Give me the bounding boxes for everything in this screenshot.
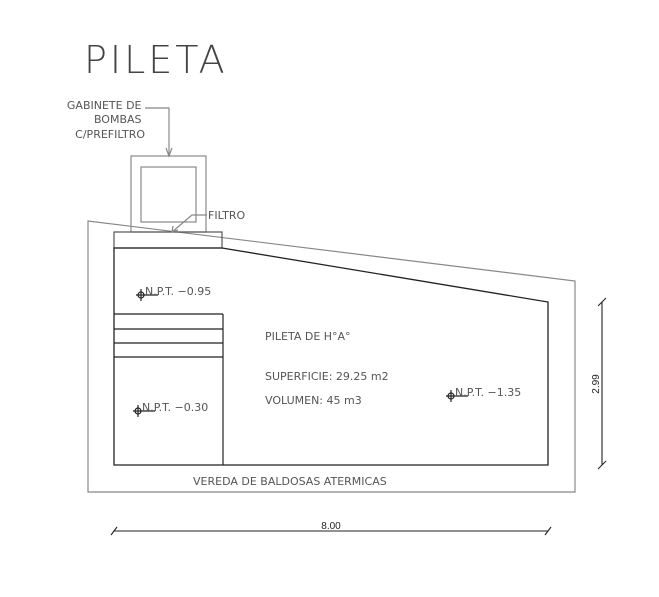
filtro-leader xyxy=(171,214,207,233)
gabinete-label: GABINETE DE BOMBAS C/PREFILTRO xyxy=(67,99,145,141)
filtro-leader-arrow xyxy=(171,225,179,233)
vereda-label: VEREDA DE BALDOSAS ATERMICAS xyxy=(193,475,387,488)
pump-cabinet-inner xyxy=(140,166,197,223)
level-marker-right xyxy=(446,390,468,402)
pool-name-label: PILETA DE H°A° xyxy=(265,330,351,343)
width-dimension-line xyxy=(110,526,552,536)
gabinete-leader xyxy=(145,107,170,156)
height-dimension-label: 2.99 xyxy=(591,374,602,394)
height-dimension-line xyxy=(597,297,607,470)
vereda-outline xyxy=(87,220,576,493)
gabinete-label-line1: GABINETE DE xyxy=(67,99,142,112)
gabinete-leader-arrow xyxy=(165,147,173,158)
gabinete-label-line2: BOMBAS xyxy=(94,113,142,126)
npt-left-label: N.P.T. −0.30 xyxy=(142,401,208,414)
width-dimension-label: 8.00 xyxy=(321,521,341,532)
superficie-label: SUPERFICIE: 29.25 m2 xyxy=(265,370,389,383)
drawing-title: PILETA xyxy=(84,38,228,82)
npt-right-label: N.P.T. −1.35 xyxy=(455,386,521,399)
pool-outline xyxy=(113,247,549,466)
filtro-label: FILTRO xyxy=(208,209,246,222)
level-marker-left xyxy=(133,405,155,417)
volumen-label: VOLUMEN: 45 m3 xyxy=(265,394,362,407)
gabinete-label-line3: C/PREFILTRO xyxy=(75,128,145,141)
pool-stairs xyxy=(114,313,224,465)
filter-box xyxy=(113,231,223,249)
npt-top-label: N.P.T. −0.95 xyxy=(145,285,211,298)
level-marker-top xyxy=(136,289,158,301)
